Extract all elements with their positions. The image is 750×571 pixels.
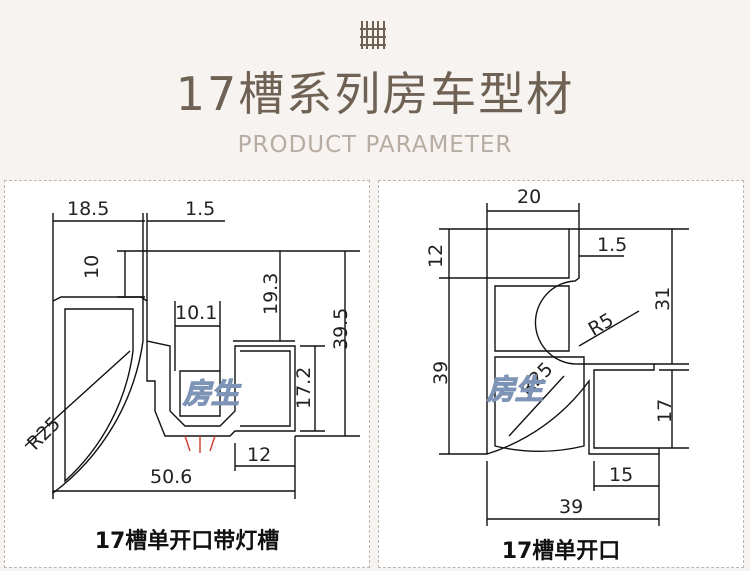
dimension-label: 12 [247,444,271,466]
dimension-label: 39 [430,361,452,385]
profile-panel-left: 18.5 1.5 10 10.1 19.3 39.5 17.2 R25 50.6… [4,180,370,568]
panel-caption: 17槽单开口带灯槽 [94,529,280,554]
dimension-label: 1.5 [185,198,215,220]
dimension-label: 17.2 [293,367,315,409]
dimension-label: 39.5 [330,308,352,350]
page-title: 17槽系列房车型材 [175,67,575,121]
vertical-lines-icon [360,21,386,49]
dimension-label: 31 [652,287,674,311]
profile-panel-right: 20 12 1.5 31 R5 39 R25 17 15 39 房生 17槽单开… [378,180,744,568]
watermark-logo: 房生 [182,377,242,410]
dimension-label: 17 [654,399,676,423]
panel-caption: 17槽单开口 [501,539,621,564]
dimension-label: 1.5 [597,234,627,256]
dimension-label: 12 [425,244,447,268]
profile-drawing-left: 18.5 1.5 10 10.1 19.3 39.5 17.2 R25 50.6… [23,198,360,499]
dimension-label: R5 [585,309,618,341]
dimension-label: 20 [517,186,541,208]
dimension-label: 10.1 [175,302,217,324]
profile-drawing-right: 20 12 1.5 31 R5 39 R25 17 15 39 房生 [425,186,689,526]
dimension-label: R25 [23,413,65,455]
dimension-label: 50.6 [150,466,192,488]
page-subtitle: PRODUCT PARAMETER [237,132,513,158]
header: 17槽系列房车型材 PRODUCT PARAMETER [0,0,750,178]
dimension-label: 15 [609,464,633,486]
watermark-logo: 房生 [486,373,546,406]
dimension-label: 39 [559,496,583,518]
dimension-label: 10 [81,255,103,279]
dimension-label: 18.5 [67,198,109,220]
dimension-label: 19.3 [260,273,282,315]
